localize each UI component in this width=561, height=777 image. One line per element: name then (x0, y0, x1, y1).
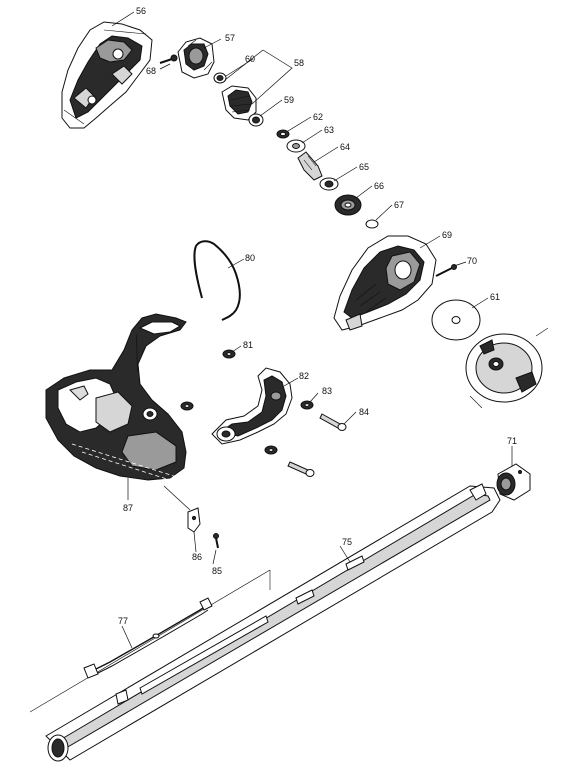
label-87: 87 (123, 503, 133, 513)
part-86-clip (187, 507, 201, 533)
part-65-washer (319, 177, 339, 191)
label-63: 63 (324, 125, 334, 135)
part-75-shaft-tube (29, 483, 501, 762)
part-69-gear-housing (333, 235, 437, 331)
part-77-cable (83, 597, 213, 679)
label-67: 67 (394, 200, 404, 210)
label-65: 65 (359, 162, 369, 172)
lower-bolt (287, 461, 315, 477)
label-84: 84 (359, 407, 369, 417)
label-59: 59 (284, 95, 294, 105)
label-68: 68 (146, 66, 156, 76)
label-60: 60 (245, 54, 255, 64)
part-71-collar (496, 463, 531, 501)
spool-head (465, 327, 549, 409)
label-86: 86 (192, 552, 202, 562)
part-67-o-ring (365, 219, 379, 229)
part-labels: 56 57 58 59 60 61 62 63 64 65 66 67 68 6… (118, 6, 517, 626)
part-80-wire-guard (193, 240, 241, 321)
part-83-washer (300, 400, 314, 410)
leader-lines (111, 11, 513, 649)
label-81: 81 (243, 340, 253, 350)
label-82: 82 (299, 371, 309, 381)
part-82-guard-bracket (211, 367, 293, 445)
part-58-gear-assembly (221, 85, 257, 121)
part-63-flange (286, 139, 306, 153)
part-59-bearing (248, 113, 264, 127)
label-83: 83 (322, 386, 332, 396)
part-66-spool-holder (334, 194, 362, 216)
guard-nut (180, 401, 194, 411)
label-75: 75 (342, 537, 352, 547)
label-64: 64 (340, 142, 350, 152)
part-61-disc (431, 299, 481, 341)
part-62-washer (276, 129, 290, 139)
part-87-guard (45, 313, 187, 483)
label-85: 85 (212, 566, 222, 576)
label-56: 56 (136, 6, 146, 16)
label-66: 66 (374, 181, 384, 191)
label-70: 70 (467, 256, 477, 266)
label-58: 58 (294, 58, 304, 68)
label-62: 62 (313, 112, 323, 122)
part-60-bearing (213, 72, 227, 84)
part-64-shaft (297, 151, 323, 181)
part-57-motor (177, 37, 215, 79)
label-57: 57 (225, 33, 235, 43)
label-80: 80 (245, 253, 255, 263)
part-68-screw (159, 54, 178, 64)
part-85-screw (213, 533, 219, 549)
label-69: 69 (442, 230, 452, 240)
lower-washer (264, 445, 278, 455)
label-61: 61 (490, 292, 500, 302)
part-70-screw (435, 264, 457, 277)
label-77: 77 (118, 616, 128, 626)
label-71: 71 (507, 436, 517, 446)
part-56-motor-housing (61, 21, 153, 129)
part-84-bolt (319, 413, 347, 431)
